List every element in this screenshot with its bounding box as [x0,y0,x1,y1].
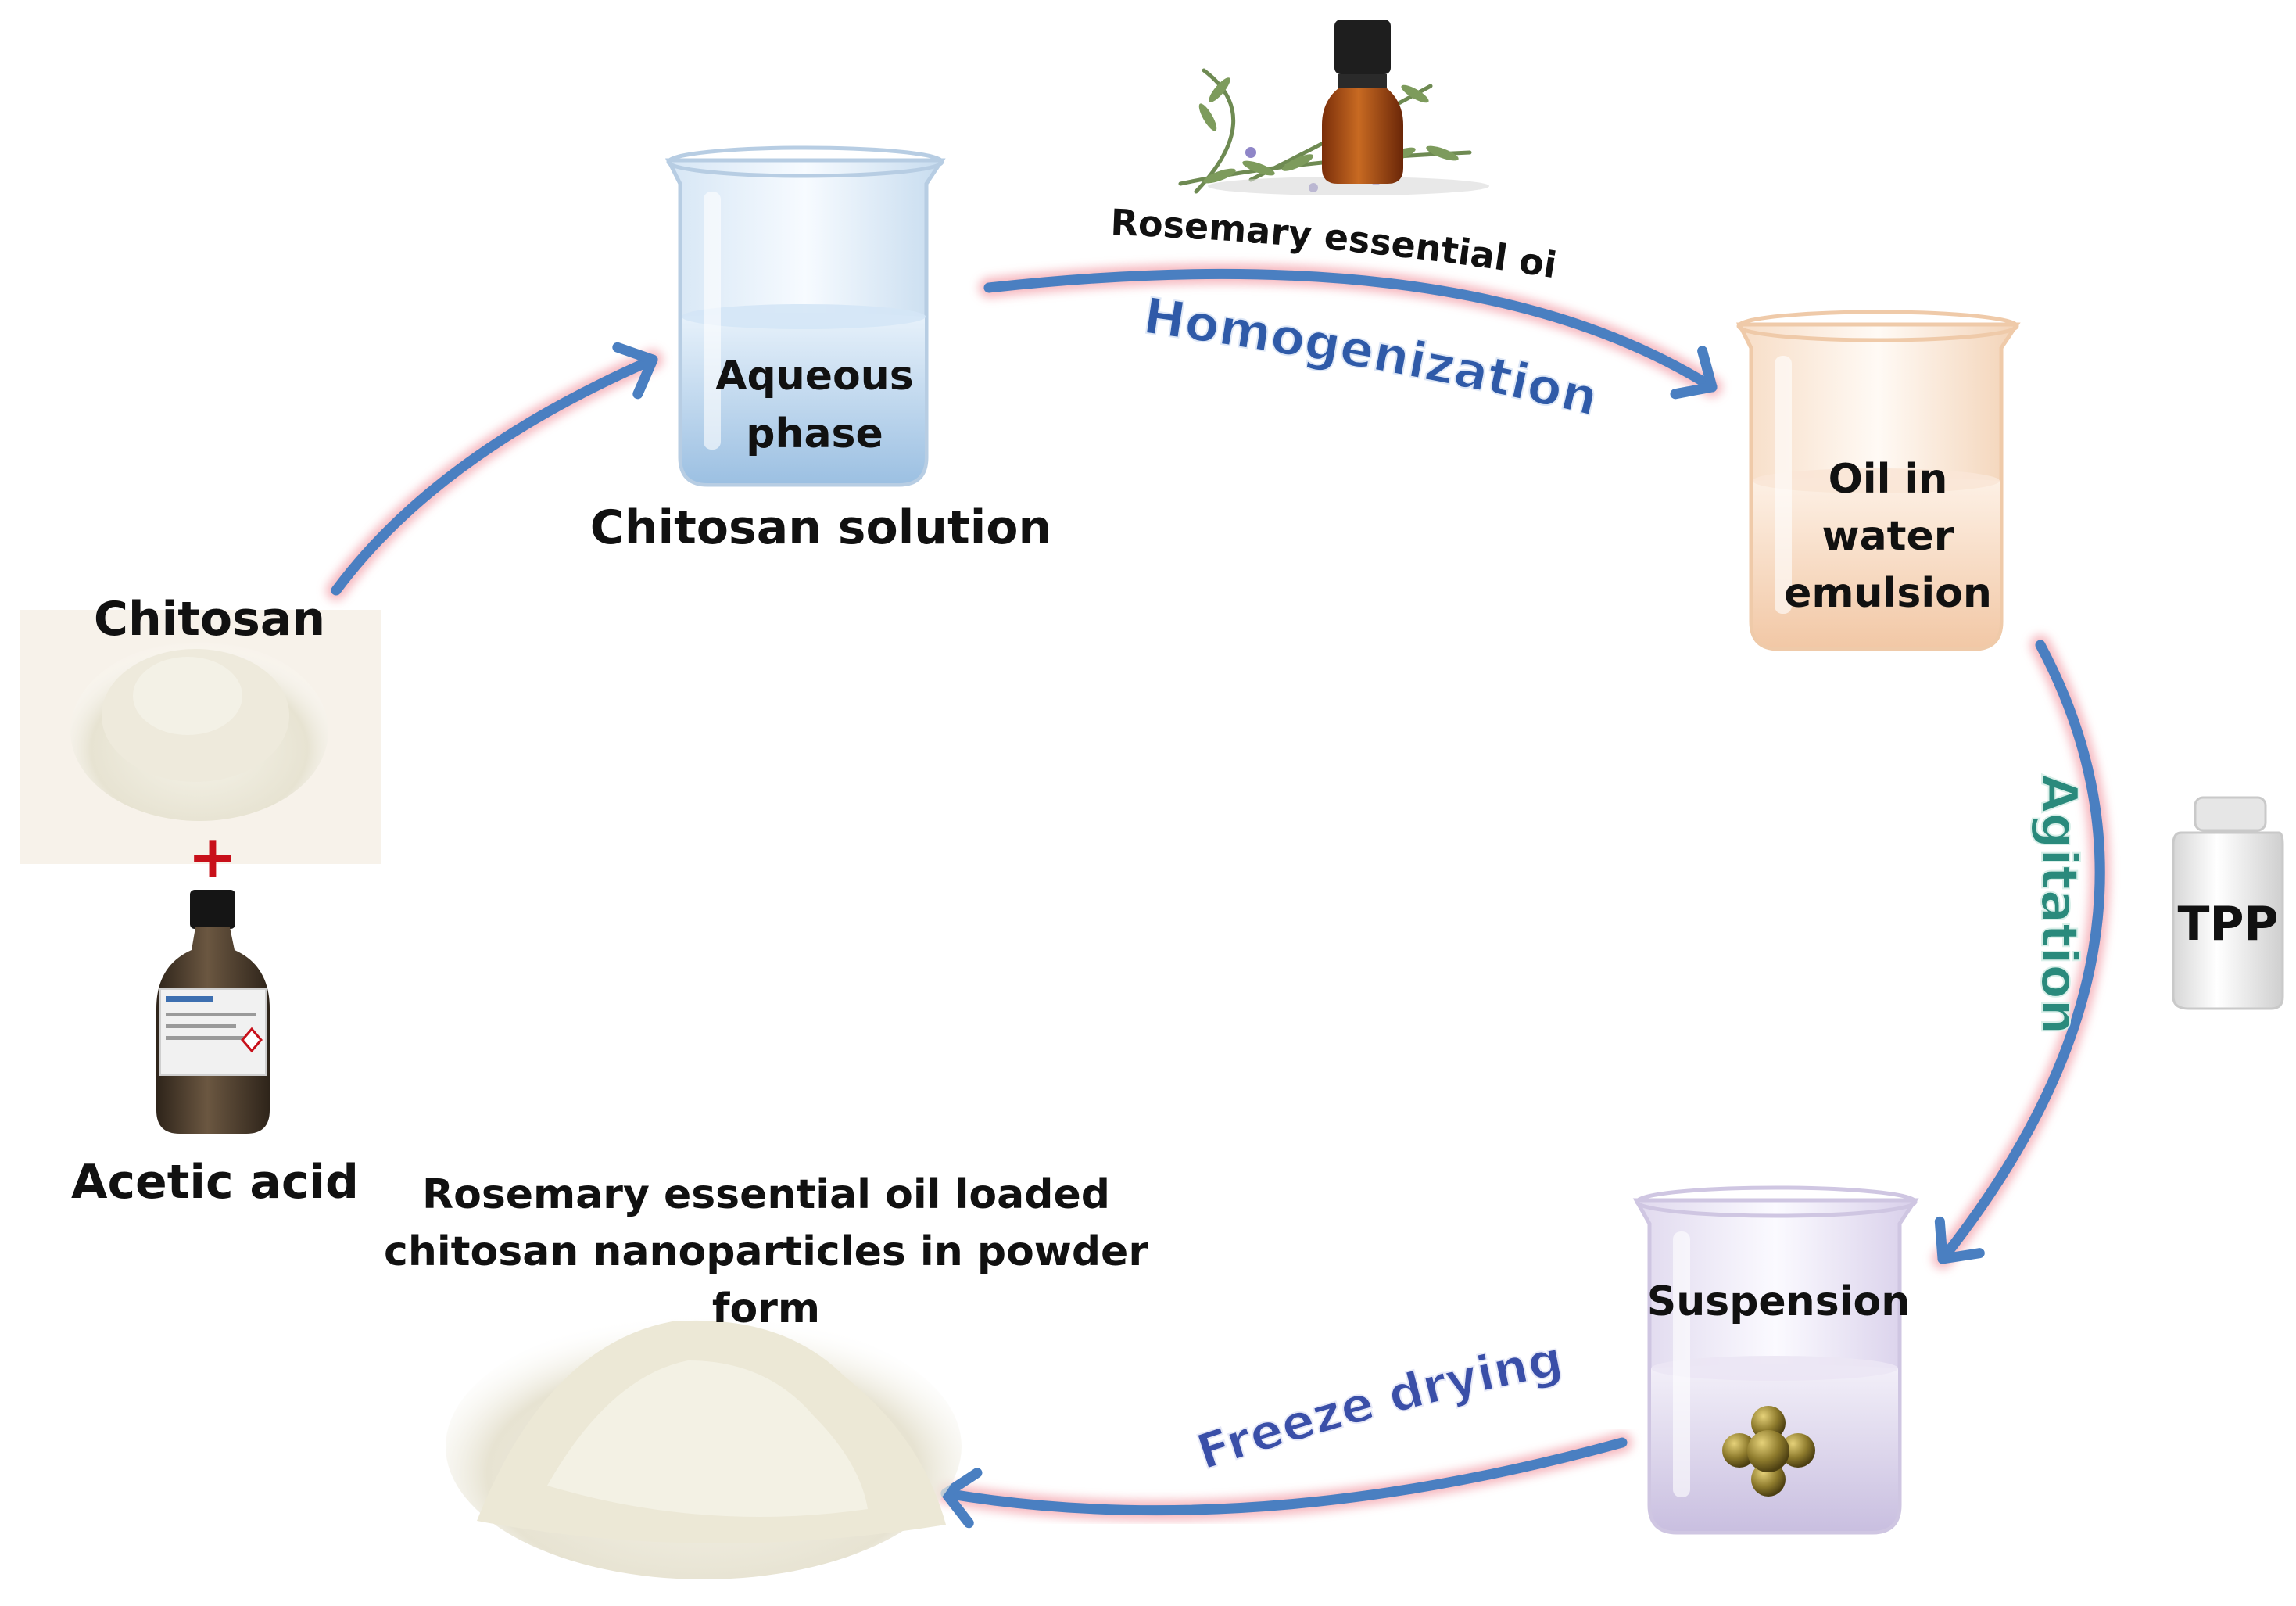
nanoparticle-cluster-icon [1722,1406,1815,1497]
chitosan-powder-icon [20,610,381,864]
acetic-acid-label: Acetic acid [71,1155,359,1210]
arrow-homogenization [979,263,1722,400]
suspension-label: Suspension [1647,1278,1910,1325]
emulsion-label-line2: water [1822,513,1954,560]
product-powder-icon [446,1314,962,1579]
emulsion-label-line1: Oil in [1829,456,1948,503]
agitation-label: Agitation [2029,774,2087,1034]
freeze-drying-label: Freeze drying [1190,1330,1567,1481]
beaker-icon [1735,310,2021,651]
product-label-line1: Rosemary essential oil loaded [422,1171,1110,1218]
emulsion-label-line3: emulsion [1784,570,1992,617]
arrow-freeze-drying [936,1432,1632,1529]
product-label-line2: chitosan nanoparticles in powder [384,1228,1148,1275]
aqueous-label-line2: phase [746,410,883,457]
arrow-chitosan-to-solution [326,342,663,600]
beaker-icon [664,145,946,487]
chitosan-label: Chitosan [94,592,325,647]
tpp-label: TPP [2178,897,2279,952]
chitosan-solution-label: Chitosan solution [590,500,1051,555]
product-label-line3: form [712,1285,820,1332]
rosemary-oil-icon [1178,20,1489,195]
aqueous-label-line1: Aqueous [715,353,913,400]
plus-sign: + [188,822,238,891]
tpp-jar-icon [2172,796,2284,1010]
arrow-agitation [1932,635,2111,1269]
acetic-acid-bottle-icon [156,890,270,1134]
